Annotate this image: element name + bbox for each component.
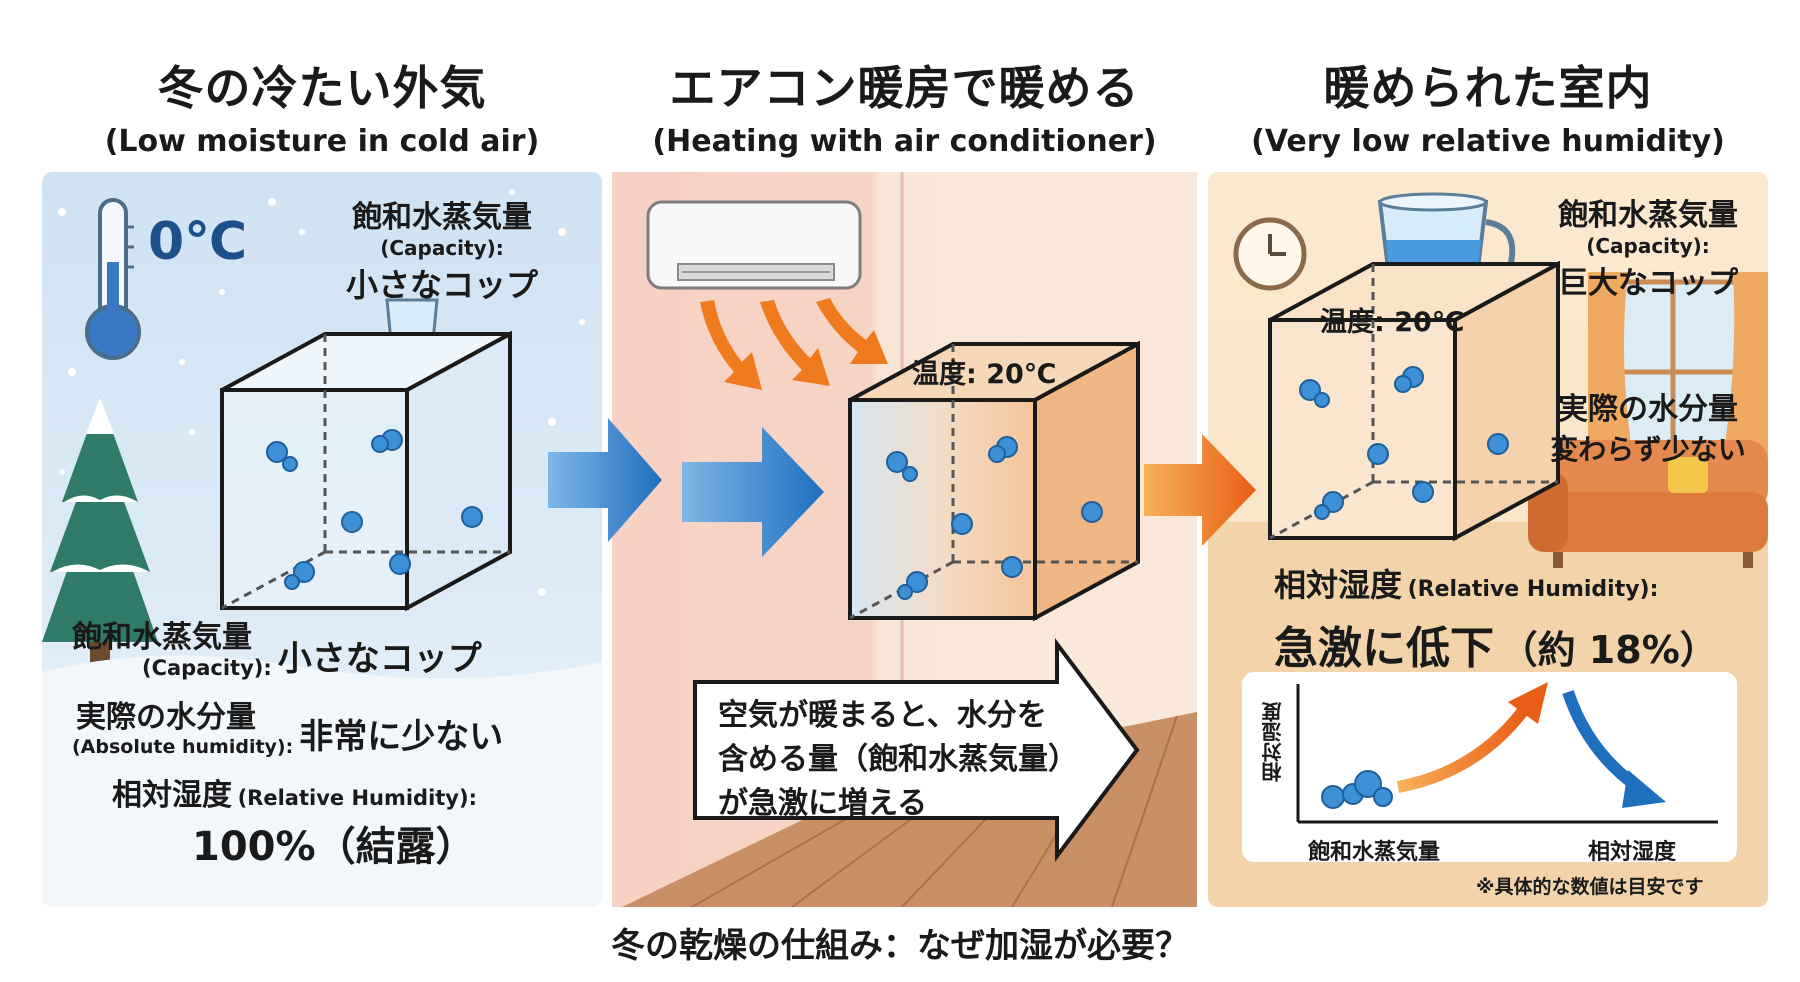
water-molecules (886, 436, 1103, 600)
header-title: エアコン暖房で暖める (669, 61, 1140, 115)
abs-en: (Absolute humidity): (72, 736, 294, 758)
callout-arrow (693, 638, 1140, 862)
warm-air-arrows (700, 298, 888, 390)
cap-label: 飽和水蒸気量 (72, 620, 252, 655)
cube-temperature-label: 温度: 20℃ (1320, 307, 1465, 338)
snowy-tree-icon (42, 397, 158, 672)
air-cube-cold (220, 330, 512, 612)
air-conditioner-icon (646, 200, 862, 290)
callout-line: が急激に増える (718, 786, 928, 821)
disclaimer-note: ※具体的な数値は目安です (1476, 876, 1704, 898)
snowflakes (58, 189, 585, 596)
header-cold-air: 冬の冷たい外気 (Low moisture in cold air) (42, 52, 602, 159)
capacity-value: 巨大なコップ (1558, 266, 1738, 301)
header-title: 冬の冷たい外気 (157, 61, 487, 115)
right-arrow-icon (682, 427, 824, 557)
graph-ylabel: 相対湿度 (1261, 702, 1285, 782)
capacity-title: 飽和水蒸気量 (1558, 198, 1738, 233)
rh-label: 相対湿度 (1274, 566, 1403, 604)
right-arrow-icon (548, 418, 662, 542)
rh-approx: （約 18%） (1499, 628, 1718, 672)
absolute-humidity-callout: 実際の水分量 変わらず少ない (1538, 384, 1758, 468)
thermometer-icon (85, 198, 141, 360)
callout-line: 空気が暖まると、水分を (718, 698, 1047, 733)
capacity-en: (Capacity): (380, 236, 504, 260)
header-title: 暖められた室内 (1323, 61, 1653, 115)
abs-label: 実際の水分量 (76, 700, 256, 735)
sofa-icon (1528, 440, 1768, 568)
rh-value: 急激に低下 (1274, 623, 1494, 674)
callout-line: 含める量（飽和水蒸気量） (718, 742, 1078, 777)
rh-en: (Relative Humidity): (1407, 577, 1659, 602)
cold-air-facts: 飽和水蒸気量 (Capacity): 小さなコップ 実際の水分量 (Absolu… (72, 612, 592, 872)
capacity-value: 小さなコップ (345, 266, 538, 304)
capacity-callout: 飽和水蒸気量 (Capacity): 巨大なコップ (1538, 190, 1758, 302)
graph-xlabel-rh: 相対湿度 (1588, 840, 1677, 865)
water-molecules (1299, 366, 1509, 520)
panel-warmed-room: 温度: 20℃ 飽和水蒸気量 (Capacity): 巨大なコップ 実際の水分量… (1208, 172, 1768, 907)
cap-value: 小さなコップ (277, 639, 482, 679)
capacity-en: (Capacity): (1586, 234, 1710, 258)
abs-value: 変わらず少ない (1550, 433, 1746, 466)
header-warmed-room: 暖められた室内 (Very low relative humidity) (1208, 52, 1768, 159)
graph-xlabel-capacity: 飽和水蒸気量 (1308, 840, 1441, 865)
rh-en: (Relative Humidity): (237, 786, 477, 810)
footer-title: 冬の乾燥の仕組み：なぜ加湿が必要？ (611, 926, 1189, 966)
header-subtitle: (Very low relative humidity) (1251, 124, 1725, 159)
clock-icon (1233, 217, 1307, 291)
water-molecules (266, 429, 483, 590)
cube-temperature-label: 温度: 20℃ (912, 359, 1057, 390)
abs-value: 非常に少ない (299, 717, 504, 757)
header-subtitle: (Heating with air conditioner) (652, 124, 1157, 159)
rh-value: 100%（結露） (192, 824, 476, 870)
panel1-illustration (42, 189, 602, 907)
graph-box (1242, 672, 1737, 862)
header-heating: エアコン暖房で暖める (Heating with air conditioner… (612, 52, 1197, 159)
panel-heating: 温度: 20℃ 空気が暖まると、水分を 含める量（飽和水蒸気量） が急激に増える (612, 172, 1197, 907)
abs-label: 実際の水分量 (1558, 392, 1738, 427)
right-arrow-icon (1144, 434, 1256, 546)
relative-humidity-result: 相対湿度 (Relative Humidity): 急激に低下 （約 18%） (1274, 560, 1754, 676)
snow-ground (42, 655, 602, 907)
air-cube-warming (848, 340, 1140, 622)
window-icon (1588, 272, 1768, 457)
temperature-value: 0℃ (148, 212, 248, 272)
header-subtitle: (Low moisture in cold air) (104, 124, 540, 159)
panel3-illustration (1208, 192, 1768, 907)
panel2-illustration (622, 172, 1197, 907)
capacity-title: 飽和水蒸気量 (352, 200, 532, 235)
rh-label: 相対湿度 (112, 778, 232, 813)
humidity-graph (1296, 682, 1718, 824)
heating-explanation: 空気が暖まると、水分を 含める量（飽和水蒸気量） が急激に増える (718, 694, 1078, 826)
capacity-callout: 飽和水蒸気量 (Capacity): 小さなコップ (327, 192, 557, 306)
cap-en: (Capacity): (142, 656, 272, 680)
panel-cold-outside: 0℃ 飽和水蒸気量 (Capacity): 小さなコップ 飽和水蒸気量 (Cap… (42, 172, 602, 907)
